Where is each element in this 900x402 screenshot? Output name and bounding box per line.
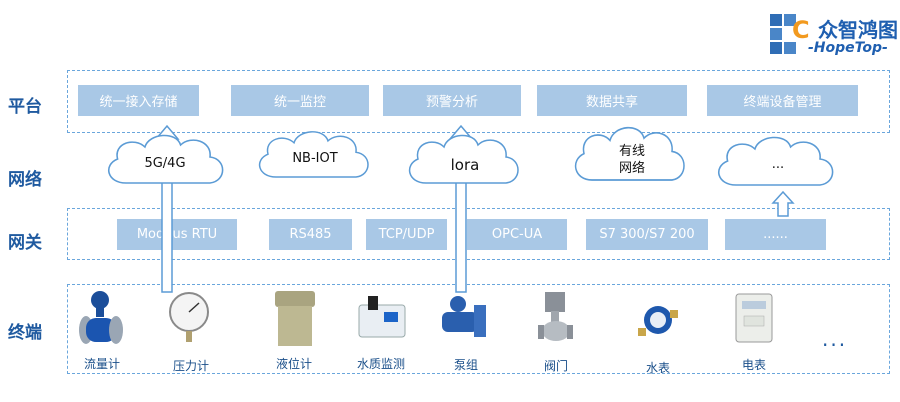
platform-item-monitor: 统一监控 — [231, 85, 369, 116]
gateway-item-rs485: RS485 — [269, 219, 352, 250]
layer-label-platform: 平台 — [8, 97, 42, 117]
platform-layer — [67, 70, 890, 133]
network-5g4g: 5G/4G — [144, 155, 186, 171]
platform-item-storage: 统一接入存储 — [78, 85, 199, 116]
device-label-level: 液位计 — [275, 357, 313, 371]
gateway-layer — [67, 208, 890, 260]
hopetop-logo: C 众智鸿图 -HopeTop- — [770, 12, 898, 60]
more-devices: ... — [822, 327, 848, 351]
network-wired: 有线 网络 — [618, 144, 645, 176]
network-other: ... — [771, 156, 785, 172]
uplink-arrow-more — [771, 190, 795, 217]
layer-label-gateway: 网关 — [8, 233, 42, 253]
pressure-gauge-icon — [169, 292, 209, 342]
device-label-water-quality: 水质监测 — [356, 357, 406, 371]
device-label-flowmeter: 流量计 — [83, 357, 121, 371]
gateway-item-s7: S7 300/S7 200 — [586, 219, 708, 250]
logo-english-name: -HopeTop- — [808, 40, 888, 56]
terminal-layer — [67, 284, 890, 374]
device-label-electric-meter: 电表 — [741, 358, 767, 372]
gateway-item-opcua: OPC-UA — [467, 219, 567, 250]
gateway-item-more: ...... — [725, 219, 826, 250]
device-label-valve: 阀门 — [543, 359, 569, 373]
electric-meter-icon — [735, 293, 773, 343]
water-quality-icon — [358, 296, 406, 338]
logo-chinese-name: 众智鸿图 — [818, 18, 898, 42]
pump-icon — [442, 296, 486, 337]
network-nbiot: NB-IOT — [292, 150, 338, 166]
device-label-pump: 泵组 — [453, 358, 479, 372]
valve-icon — [538, 292, 573, 341]
network-lora: lora — [450, 156, 480, 175]
layer-label-network: 网络 — [8, 170, 42, 190]
platform-item-warning: 预警分析 — [383, 85, 521, 116]
level-meter-icon — [275, 291, 315, 346]
platform-item-device-mgmt: 终端设备管理 — [707, 85, 858, 116]
logo-mark-icon — [770, 14, 812, 56]
flowmeter-icon — [79, 291, 123, 344]
device-label-pressure: 压力计 — [172, 359, 210, 373]
layer-label-terminal: 终端 — [8, 323, 42, 343]
logo-c-icon: C — [792, 16, 810, 44]
gateway-item-tcpudp: TCP/UDP — [366, 219, 447, 250]
platform-item-share: 数据共享 — [537, 85, 687, 116]
device-label-water-meter: 水表 — [645, 361, 671, 375]
gateway-item-modbus: Modbus RTU — [117, 219, 237, 250]
water-meter-icon — [638, 306, 678, 336]
